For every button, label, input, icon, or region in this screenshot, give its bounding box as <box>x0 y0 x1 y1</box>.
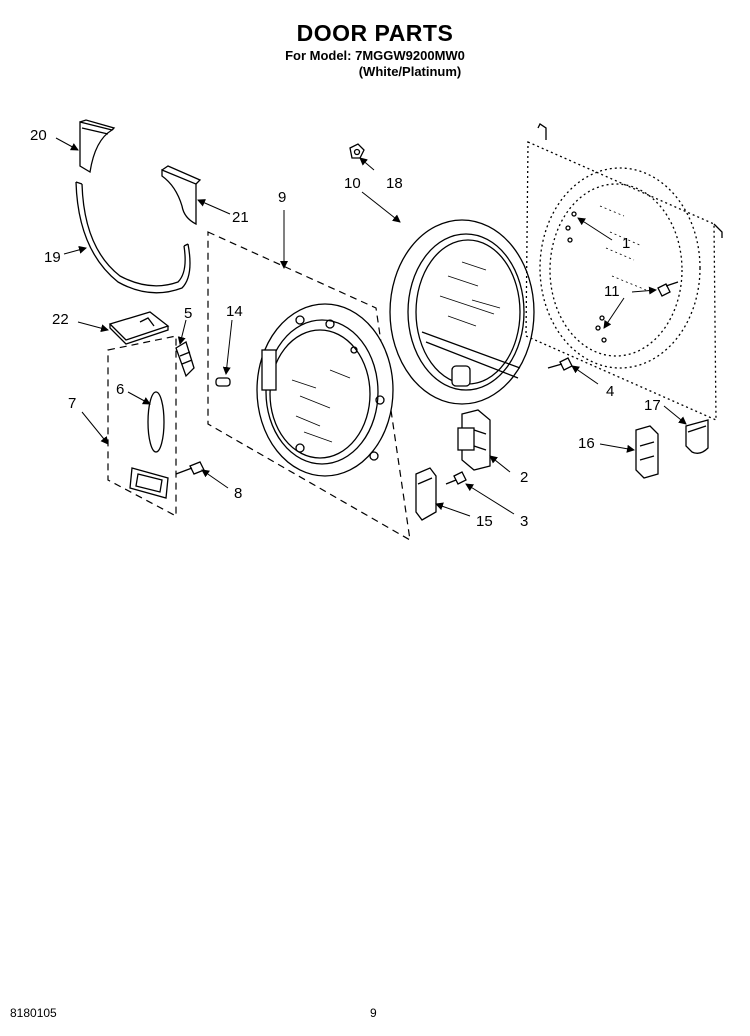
part-18-nut <box>349 143 365 159</box>
callout-4: 4 <box>606 383 614 400</box>
callout-8: 8 <box>234 485 242 502</box>
page-title: DOOR PARTS <box>296 20 454 46</box>
callout-6: 6 <box>116 381 124 398</box>
callout-numbers: 20 21 19 22 5 6 7 8 9 14 10 18 1 11 4 2 … <box>30 127 661 530</box>
part-8-screw <box>175 461 205 475</box>
part-10-outer-door <box>389 219 535 405</box>
callout-15: 15 <box>476 513 493 530</box>
callout-18: 18 <box>386 175 403 192</box>
callout-5: 5 <box>184 305 192 322</box>
page-number: 9 <box>370 1006 377 1020</box>
part-2-hinge <box>457 409 491 471</box>
color-line: (White/Platinum) <box>358 64 462 79</box>
part-17-cover <box>685 419 709 454</box>
callout-7: 7 <box>68 395 76 412</box>
model-info: For Model: 7MGGW9200MW0 (White/Platinum) <box>0 48 750 80</box>
callout-16: 16 <box>578 435 595 452</box>
callout-9: 9 <box>278 189 286 206</box>
part-20-trim <box>79 119 116 174</box>
part-11-screw <box>657 281 679 297</box>
callout-21: 21 <box>232 209 249 226</box>
callout-22: 22 <box>52 311 69 328</box>
callout-14: 14 <box>226 303 243 320</box>
part-19-seal <box>75 181 191 294</box>
part-4-screw <box>547 357 573 371</box>
callout-20: 20 <box>30 127 47 144</box>
part-22-pad <box>108 311 170 345</box>
callout-11: 11 <box>604 283 620 300</box>
part-9-inner-door-group <box>207 231 411 542</box>
part-6-lens <box>147 391 165 453</box>
part-5-clip <box>175 341 195 378</box>
callout-19: 19 <box>44 249 61 266</box>
cabinet-front-panel <box>525 123 723 422</box>
part-16-bracket <box>635 425 659 479</box>
part-14-plug <box>215 377 231 387</box>
document-number: 8180105 <box>10 1006 57 1020</box>
callout-17: 17 <box>644 397 661 414</box>
callout-3: 3 <box>520 513 528 530</box>
model-line: For Model: 7MGGW9200MW0 <box>285 48 465 63</box>
part-15-strike <box>415 467 437 521</box>
callout-2: 2 <box>520 469 528 486</box>
part-21-trim <box>161 165 202 226</box>
callout-10: 10 <box>344 175 361 192</box>
callout-1: 1 <box>622 235 630 252</box>
part-7-group <box>107 335 177 517</box>
leader-lines <box>55 137 687 517</box>
part-3-screw <box>445 471 467 485</box>
